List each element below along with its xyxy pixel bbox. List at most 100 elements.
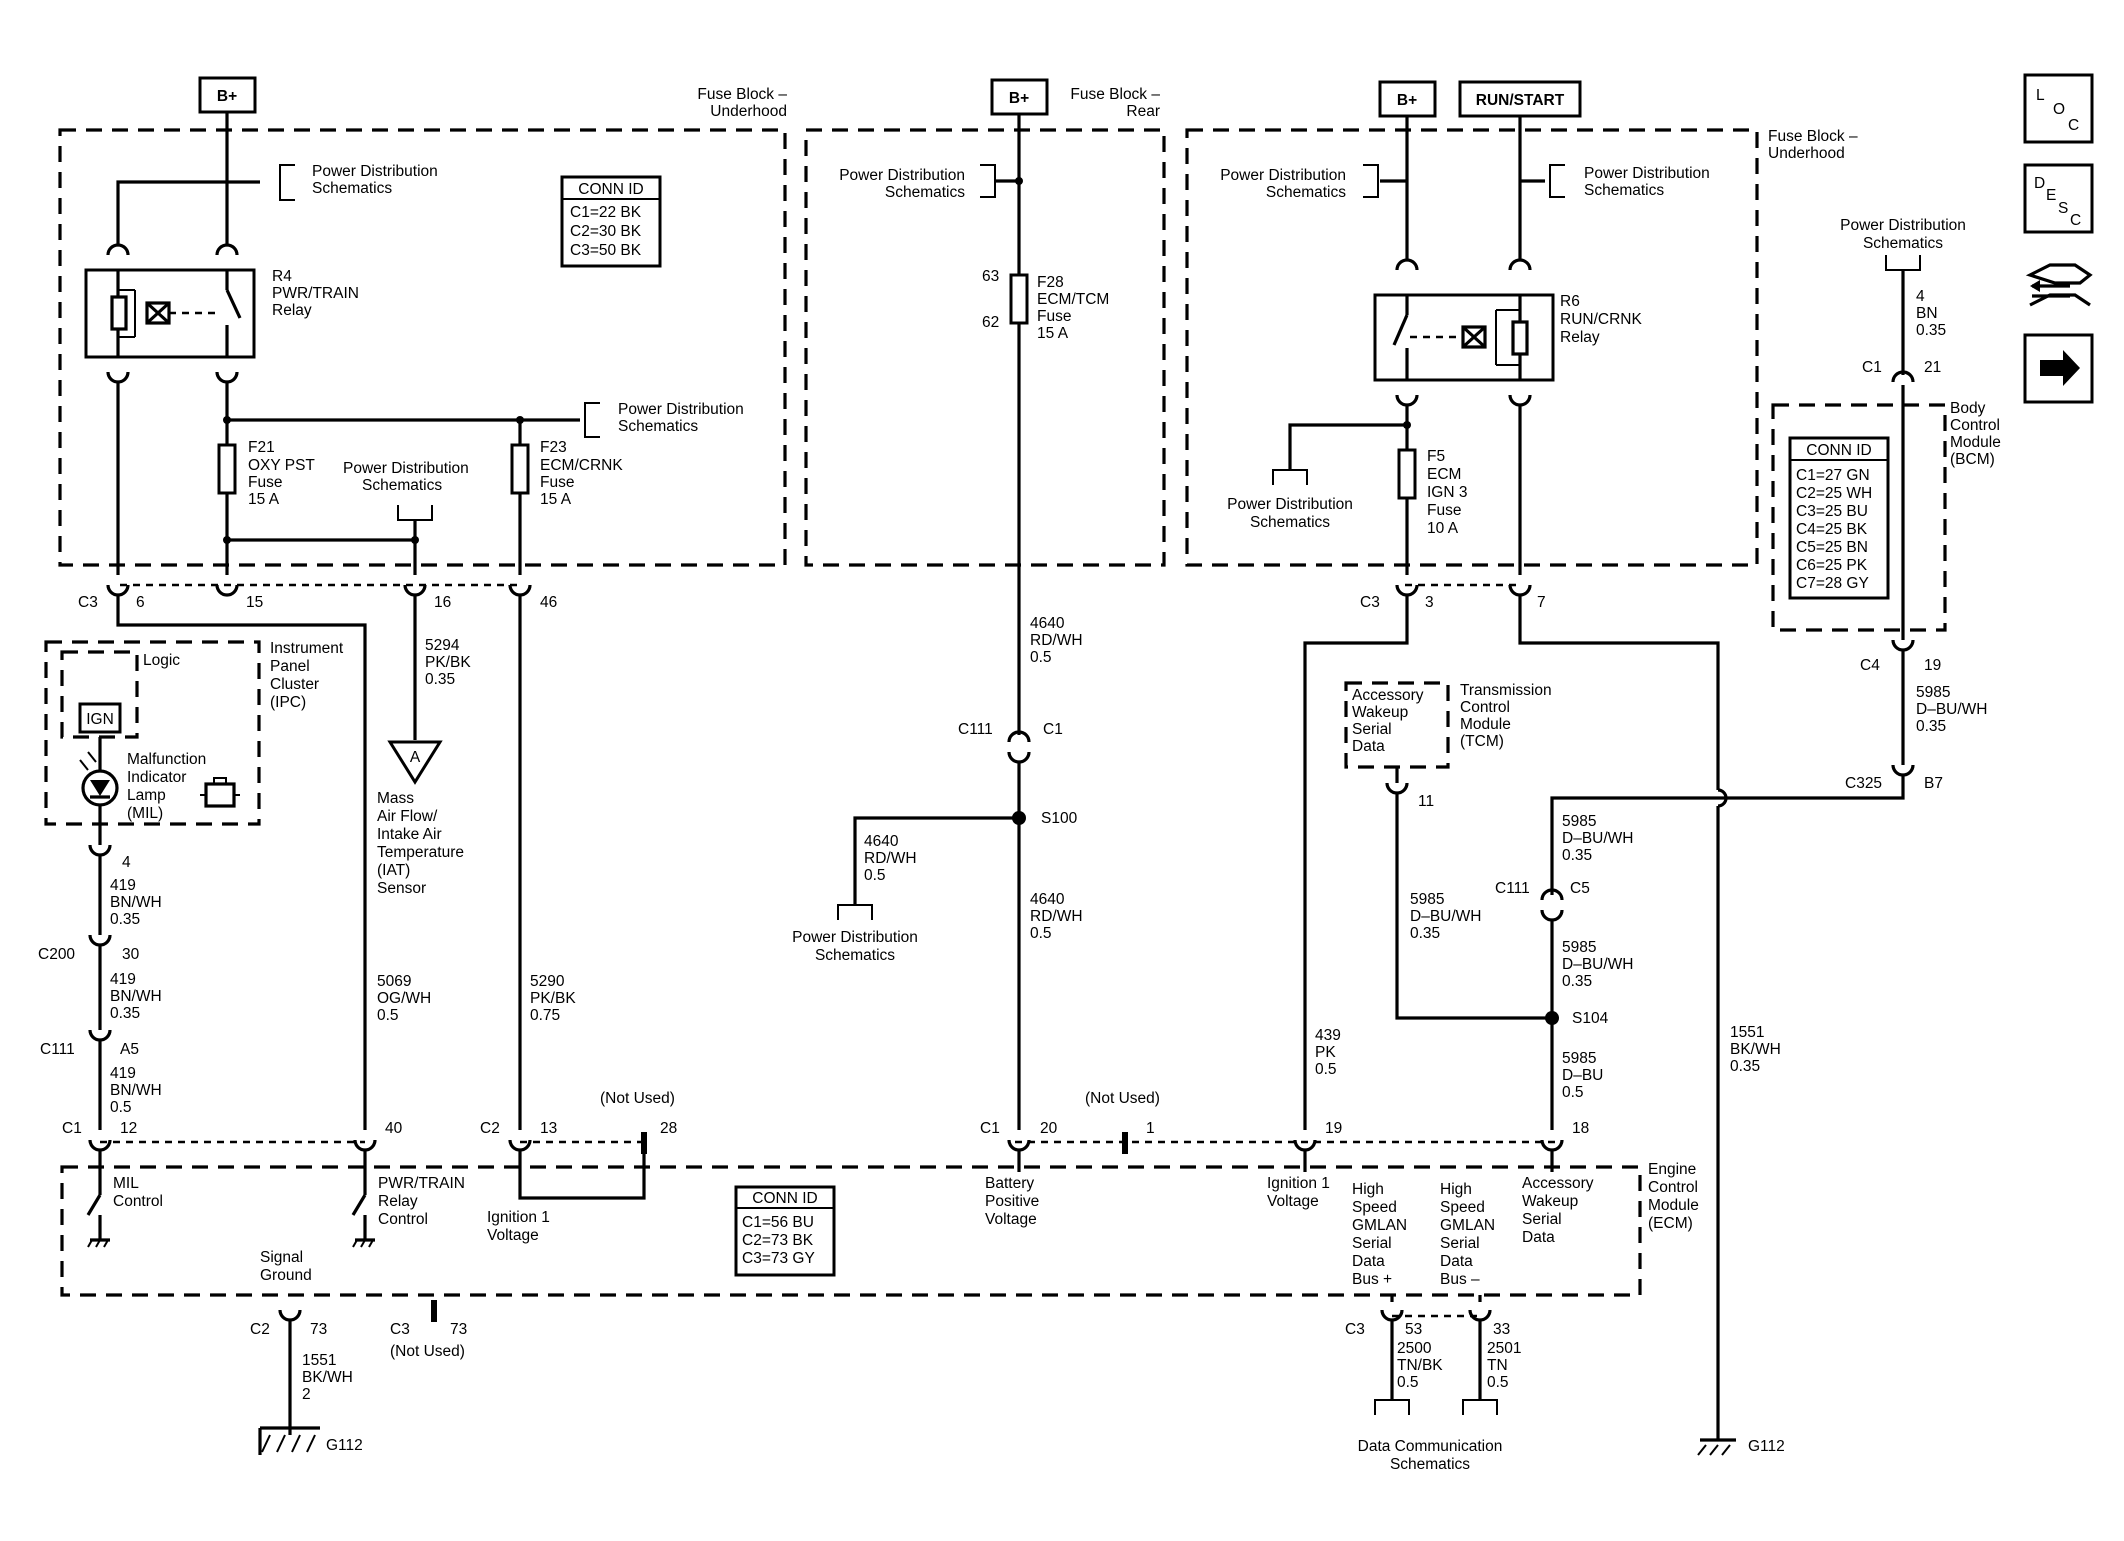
svg-text:(IPC): (IPC) [270, 694, 306, 711]
next-arrow-icon[interactable] [2023, 333, 2094, 404]
svg-text:Sensor: Sensor [377, 880, 426, 897]
svg-text:CONN ID: CONN ID [578, 181, 643, 198]
loc-icon[interactable]: L O C [2023, 73, 2094, 144]
f21-label: F21 OXY PST Fuse 15 A [248, 439, 315, 508]
f28-fuse [1009, 273, 1029, 325]
svg-text:Battery: Battery [985, 1175, 1034, 1192]
pds-label-5: Power Distribution Schematics [792, 929, 918, 964]
svg-text:Control: Control [113, 1193, 163, 1210]
svg-text:4: 4 [1916, 288, 1925, 305]
c3-73-not-used: C3 73 (Not Used) [390, 1300, 467, 1360]
svg-text:Voltage: Voltage [985, 1211, 1037, 1228]
accessory-wakeup-label: Accessory Wakeup Serial Data [1522, 1175, 1594, 1246]
bcm-label: Body Control Module (BCM) [1950, 400, 2001, 468]
svg-text:PWR/TRAIN: PWR/TRAIN [378, 1175, 465, 1192]
pds-label-1: Power Distribution Schematics [312, 163, 438, 197]
circuit-419-a: 419 BN/WH 0.35 [110, 877, 162, 928]
pds-label-7: Power Distribution Schematics [1584, 165, 1710, 199]
svg-text:Signal: Signal [260, 1249, 303, 1266]
svg-text:Power Distribution: Power Distribution [1227, 496, 1353, 513]
svg-text:S: S [2058, 200, 2068, 217]
b-plus-tag-2: B+ [990, 78, 1049, 116]
svg-text:20: 20 [1040, 1120, 1058, 1137]
tcm-label: Transmission Control Module (TCM) [1460, 682, 1552, 750]
ground-g112-left: G112 [258, 1426, 363, 1455]
ipc-label: Instrument Panel Cluster (IPC) [270, 640, 344, 711]
svg-text:Power Distribution: Power Distribution [839, 167, 965, 184]
svg-text:C111: C111 [1495, 880, 1530, 897]
svg-text:Ground: Ground [260, 1267, 312, 1284]
svg-text:3: 3 [1425, 594, 1434, 611]
svg-text:D–BU: D–BU [1562, 1067, 1603, 1084]
svg-text:C4: C4 [1860, 657, 1880, 674]
svg-text:Data: Data [1352, 1253, 1385, 1270]
svg-text:C: C [2068, 117, 2079, 134]
svg-text:15 A: 15 A [540, 491, 572, 508]
svg-text:19: 19 [1325, 1120, 1342, 1137]
svg-text:C1: C1 [1862, 359, 1882, 376]
fuse-block-underhood-right-outline [1185, 128, 1759, 567]
b-plus-tag-3: B+ [1378, 80, 1437, 118]
svg-text:C5: C5 [1570, 880, 1590, 897]
svg-text:BN/WH: BN/WH [110, 894, 162, 911]
svg-text:0.35: 0.35 [1562, 847, 1592, 864]
svg-text:Fuse: Fuse [540, 474, 574, 491]
logic-label: Logic [143, 652, 180, 669]
svg-text:(BCM): (BCM) [1950, 451, 1995, 468]
svg-text:Schematics: Schematics [1863, 235, 1943, 252]
svg-text:0.5: 0.5 [1030, 649, 1052, 666]
b-plus-tag-1: B+ [198, 76, 257, 114]
connector-view-icon[interactable] [2025, 263, 2093, 307]
svg-text:16: 16 [434, 594, 451, 611]
svg-text:RD/WH: RD/WH [864, 850, 917, 867]
svg-text:C2=30 BK: C2=30 BK [570, 223, 642, 240]
f21-fuse [217, 443, 237, 495]
svg-text:0.35: 0.35 [110, 1005, 140, 1022]
svg-text:Indicator: Indicator [127, 769, 186, 786]
svg-text:OG/WH: OG/WH [377, 990, 431, 1007]
ipc-outline [44, 640, 261, 826]
circuit-4640-b: 4640 RD/WH 0.5 [864, 833, 917, 884]
maf-label: Mass Air Flow/ Intake Air Temperature (I… [377, 790, 464, 897]
svg-text:Schematics: Schematics [362, 477, 442, 494]
svg-text:Air Flow/: Air Flow/ [377, 808, 438, 825]
svg-text:Fuse Block –: Fuse Block – [1070, 86, 1160, 103]
svg-text:PK/BK: PK/BK [530, 990, 576, 1007]
desc-icon[interactable]: D E S C [2023, 163, 2094, 234]
svg-text:BN: BN [1916, 305, 1938, 322]
svg-text:5985: 5985 [1562, 939, 1596, 956]
mil-label: Malfunction Indicator Lamp (MIL) [127, 751, 206, 822]
svg-text:53: 53 [1405, 1321, 1422, 1338]
circuit-5985-d: 5985 D–BU/WH 0.35 [1562, 939, 1633, 990]
svg-text:4: 4 [122, 854, 131, 871]
run-start-tag: RUN/START [1458, 80, 1582, 118]
ecm-c1-connector-right: 19 18 [1293, 1120, 1589, 1152]
svg-text:419: 419 [110, 971, 136, 988]
svg-text:D–BU/WH: D–BU/WH [1916, 701, 1987, 718]
svg-text:RD/WH: RD/WH [1030, 908, 1083, 925]
svg-text:28: 28 [660, 1120, 677, 1137]
svg-text:40: 40 [385, 1120, 403, 1137]
ecm-conn-id-table: CONN ID C1=56 BU C2=73 BK C3=73 GY [734, 1185, 836, 1277]
pds-label-4: Power Distribution Schematics [839, 167, 965, 201]
svg-text:CONN ID: CONN ID [752, 1190, 817, 1207]
svg-text:ECM/TCM: ECM/TCM [1037, 291, 1109, 308]
circuit-5290: 5290 PK/BK 0.75 [530, 973, 576, 1024]
dcs-label: Data Communication Schematics [1358, 1438, 1503, 1473]
svg-text:O: O [2053, 101, 2065, 118]
svg-text:10 A: 10 A [1427, 520, 1459, 537]
svg-text:RUN/START: RUN/START [1476, 92, 1565, 109]
svg-text:Intake Air: Intake Air [377, 826, 442, 843]
svg-text:Instrument: Instrument [270, 640, 344, 657]
svg-text:0.75: 0.75 [530, 1007, 560, 1024]
circuit-5985-e: 5985 D–BU 0.5 [1562, 1050, 1603, 1101]
svg-text:(ECM): (ECM) [1648, 1215, 1693, 1232]
svg-text:C7=28 GY: C7=28 GY [1796, 575, 1869, 592]
svg-text:F28: F28 [1037, 274, 1064, 291]
svg-text:0.5: 0.5 [1397, 1374, 1419, 1391]
svg-text:0.35: 0.35 [1410, 925, 1440, 942]
svg-text:Bus –: Bus – [1440, 1271, 1480, 1288]
svg-text:C2=25 WH: C2=25 WH [1796, 485, 1872, 502]
svg-text:C1=56 BU: C1=56 BU [742, 1214, 814, 1231]
svg-text:CONN ID: CONN ID [1806, 442, 1871, 459]
